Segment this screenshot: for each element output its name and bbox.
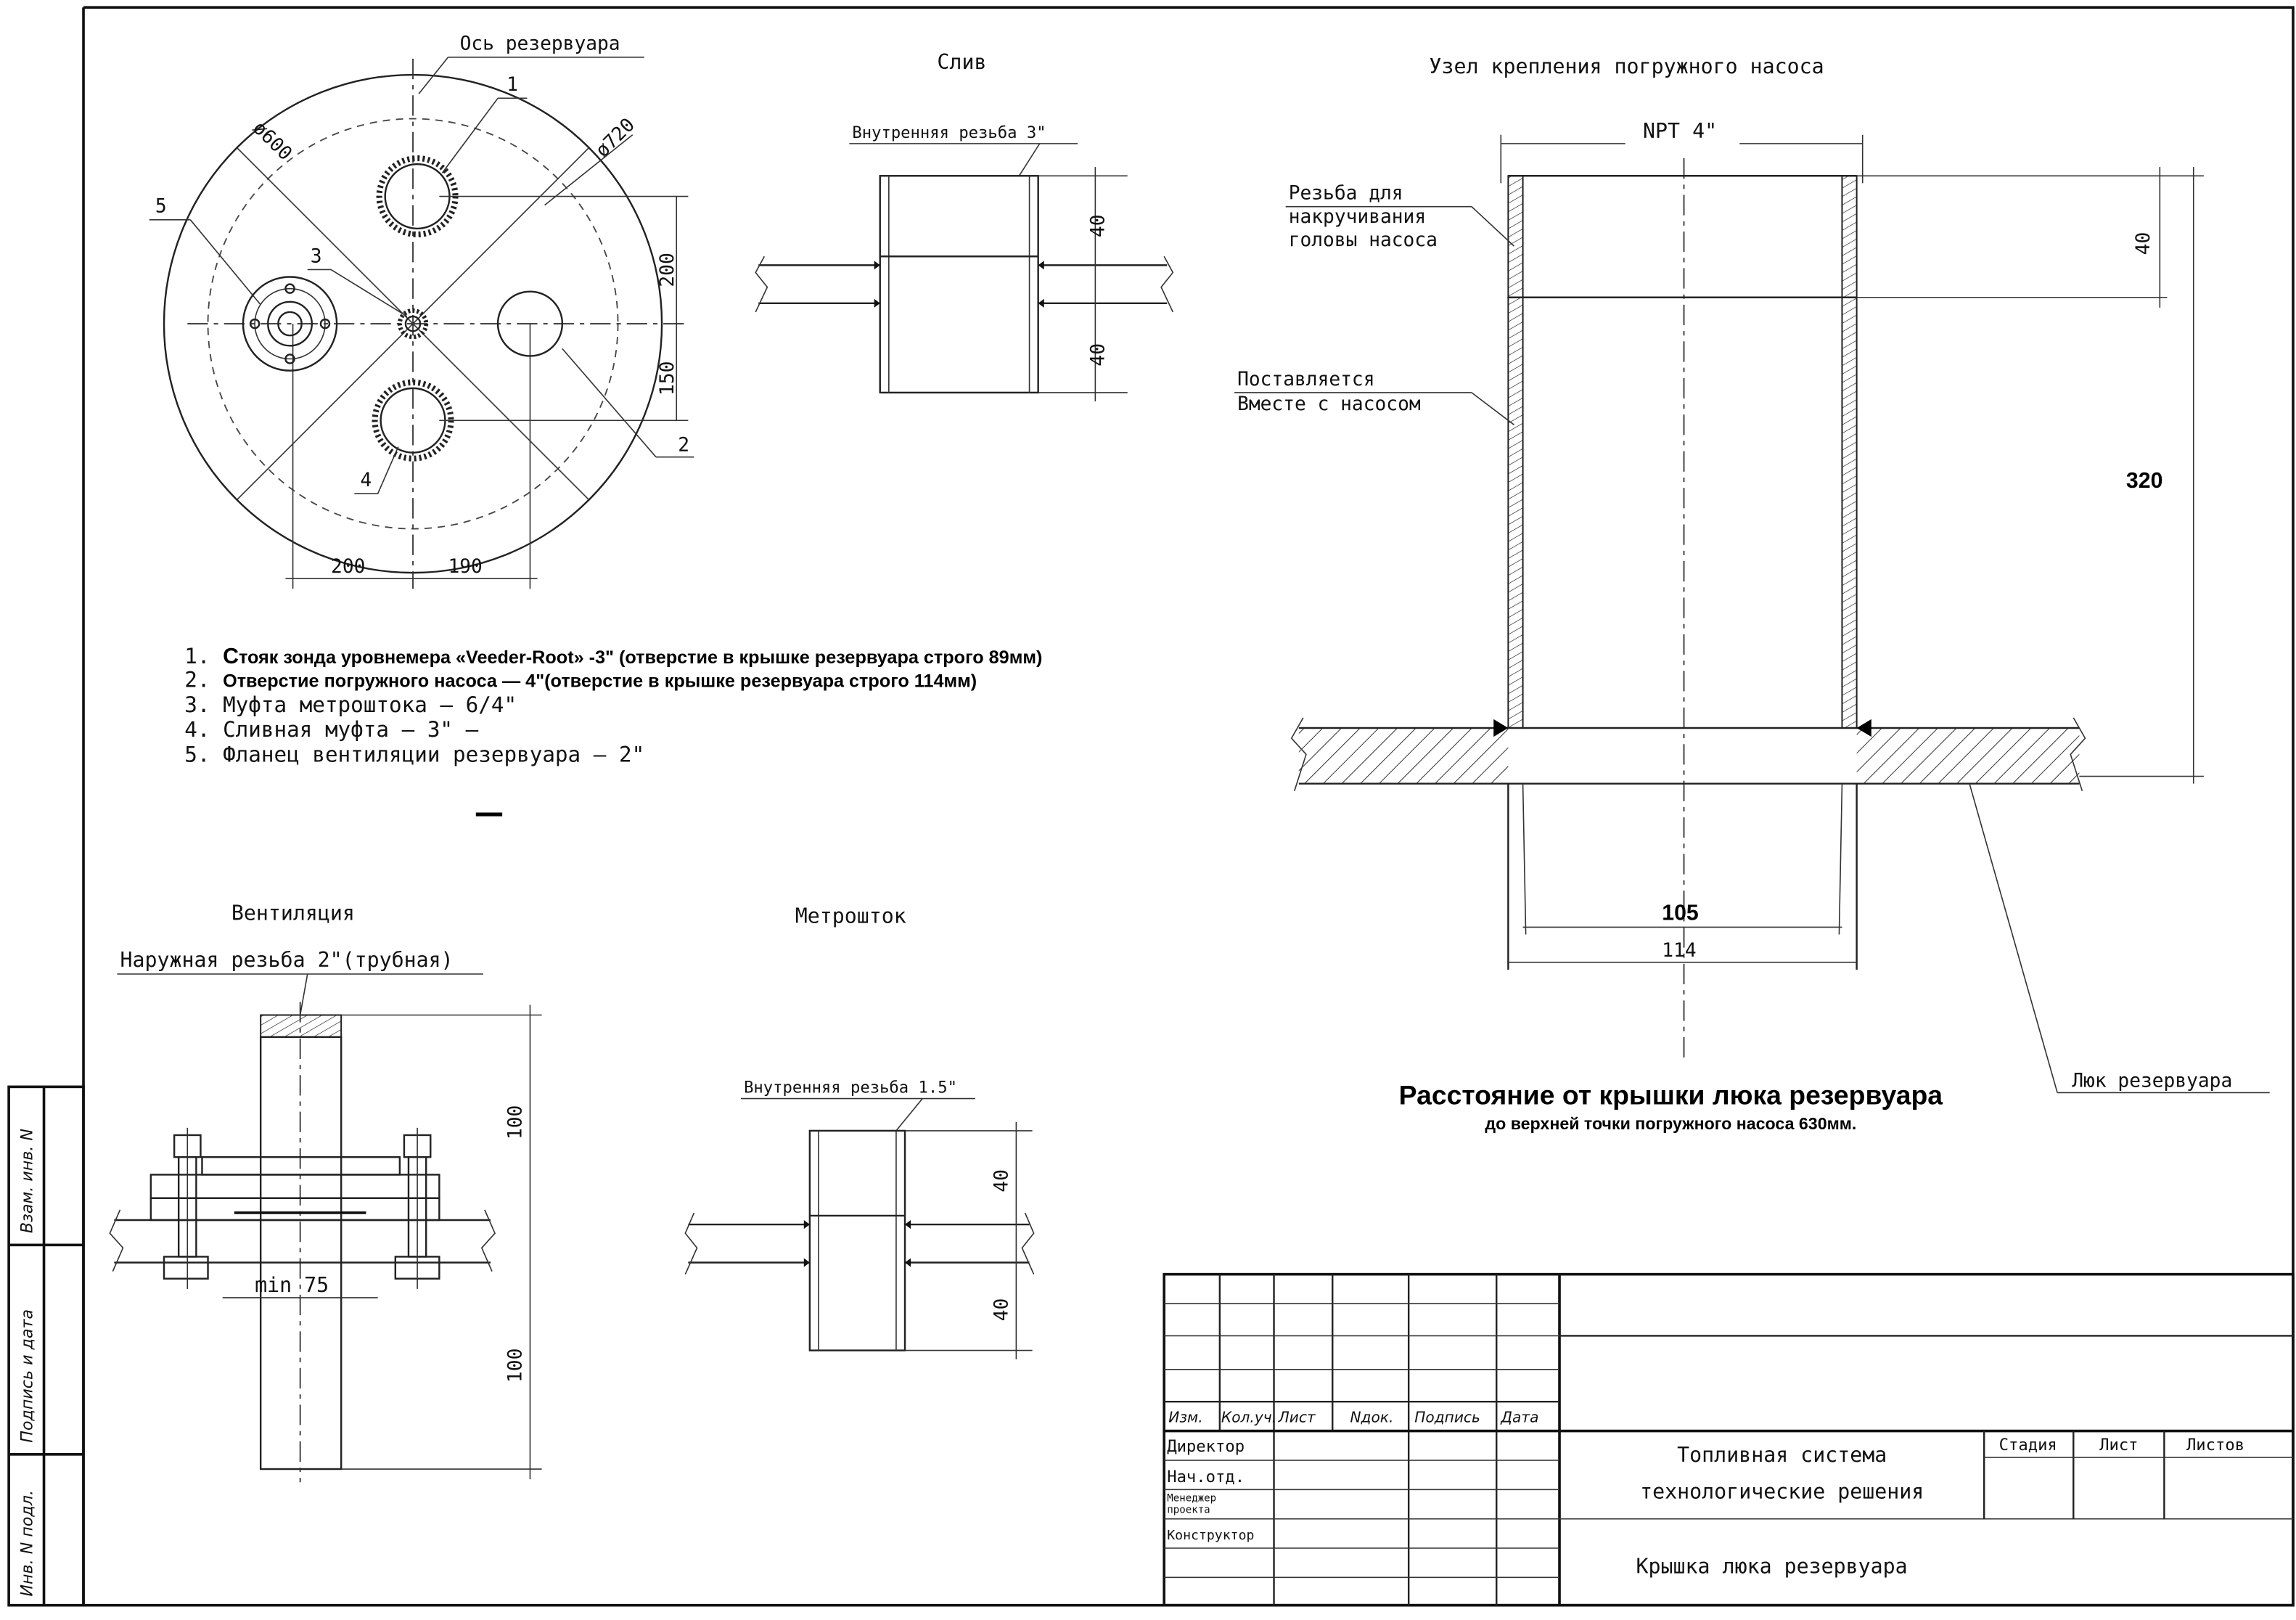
vent-bolt-right [394,1127,440,1289]
tb-header-sheet: Лист [1278,1408,1316,1425]
tank-axis-label: Ось резервуара [460,33,620,55]
tb-stage: Стадия [1999,1436,2057,1455]
distance-title: Расстояние от крышки люка резервуара [1399,1080,1943,1110]
legend: 1. Стояк зонда уровнемера «Veeder-Root» … [184,644,1042,817]
drain-coupling-body [879,175,1039,394]
margin-replace-inv: Взам. инв. N [17,1129,36,1233]
vent-pipe-thread [260,1014,343,1038]
gauge-thread-label: Внутренняя резьба 1.5" [744,1078,957,1097]
margin-sign-date: Подпись и дата [17,1309,36,1443]
title-block: Изм. Кол.уч. Лист Nдок. Подпись Дата Дир… [1163,1272,2295,1607]
legend-item-4: 4. Сливная муфта – 3" – [184,717,478,742]
tb-project-line1: Топливная система [1677,1443,1887,1467]
legend-item-1: 1. Стояк зонда уровнемера «Veeder-Root» … [184,644,1042,668]
tb-sheet: Лист [2099,1436,2138,1455]
pump-thread-right [1841,175,1858,298]
supplied-note-line1: Поставляется [1237,369,1374,390]
vent-detail: Вентиляция Наружная резьба 2"(трубная) [109,901,542,1483]
gauge-dim-top: 40 [991,1169,1012,1192]
margin-strip: Взам. инв. N Подпись и дата Инв. N подл. [7,1085,85,1607]
vent-bolt-left [163,1127,209,1289]
weld-right [1856,719,1871,737]
tb-drawing-name: Крышка люка резервуара [1636,1554,1908,1578]
thread-note-line3: головы насоса [1289,229,1438,251]
drain-detail: Слив Внутренняя резьба 3" 40 40 [755,50,1174,402]
tb-sheets: Листов [2186,1436,2244,1455]
tb-role-manager-line2: проекта [1167,1505,1210,1516]
dim-200-vertical: 200 [657,253,678,287]
legend-item-2: 2. Отверстие погружного насоса — 4"(отве… [184,668,977,692]
tb-header-signature: Подпись [1414,1408,1480,1425]
npt-label: NPT 4" [1643,119,1717,143]
tb-header-docnum: Nдок. [1350,1408,1393,1425]
drain-title: Слив [937,50,986,74]
callout-3: 3 [311,245,322,267]
thread-note-line2: накручивания [1289,206,1426,228]
margin-inv-orig: Инв. N подл. [17,1490,36,1597]
pump-wall-right [1841,296,1858,729]
gauge-coupling-body [808,1129,906,1351]
vent-pipe [259,1036,343,1470]
pump-title: Узел крепления погружного насоса [1429,54,1824,78]
callout-4: 4 [360,470,372,491]
gauge-dim-bottom: 40 [991,1298,1012,1322]
supplied-note-line2: Вместе с насосом [1237,393,1421,415]
tank-cover-slab-left [1298,728,1509,784]
distance-subtitle: до верхней точки погружного насоса 630мм… [1485,1114,1856,1133]
tb-project-line2: технологические решения [1640,1479,1924,1503]
pump-hole [496,290,564,357]
tb-role-head: Нач.отд. [1167,1468,1245,1486]
tb-header-change: Изм. [1168,1408,1202,1425]
vent-flange [242,276,338,372]
callout-5: 5 [155,196,167,218]
gauge-coupling-hole [397,308,429,340]
pump-thread-left [1507,175,1524,298]
vent-dim-bottom: 100 [504,1349,526,1383]
dim-190-horizontal: 190 [448,556,482,578]
drain-dim-bottom: 40 [1087,343,1109,367]
legend-item-3: 3. Муфта метроштока – 6/4" [184,692,517,717]
pump-dim-40: 40 [2133,232,2154,255]
gauge-title: Метрошток [795,904,906,928]
tank-cover-slab-right [1856,728,2080,784]
vent-thread-label: Наружная резьба 2"(трубная) [120,948,453,972]
vent-dim-top: 100 [504,1105,526,1140]
callout-1: 1 [507,74,518,96]
dim-150-vertical: 150 [657,361,678,396]
tb-header-qty: Кол.уч. [1221,1408,1276,1425]
pump-mount-detail: Узел крепления погружного насоса NPT 4" [1234,54,2270,1133]
pump-dim-320: 320 [2126,469,2162,493]
tb-header-date: Дата [1500,1408,1538,1425]
legend-item-5: 5. Фланец вентиляции резервуара – 2" [184,742,644,766]
tb-role-designer: Конструктор [1167,1528,1254,1543]
callout-2: 2 [678,435,689,457]
dim-200-horizontal: 200 [331,556,365,578]
thread-note-line1: Резьба для [1289,183,1403,205]
drain-thread-label: Внутренняя резьба 3" [852,123,1046,142]
weld-left [1493,719,1509,737]
dim-114: 114 [1662,940,1696,962]
vent-min-label: min 75 [255,1273,329,1297]
tb-role-director: Директор [1167,1437,1245,1456]
pump-wall-left [1507,296,1524,729]
drain-dim-top: 40 [1087,214,1109,237]
dim-105: 105 [1662,901,1698,925]
tb-role-manager-line1: Менеджер [1167,1492,1216,1504]
tank-hatch-label: Люк резервуара [2072,1070,2232,1092]
vent-title: Вентиляция [231,901,355,925]
gauge-detail: Метрошток Внутренняя резьба 1.5" 40 40 [684,904,1035,1359]
